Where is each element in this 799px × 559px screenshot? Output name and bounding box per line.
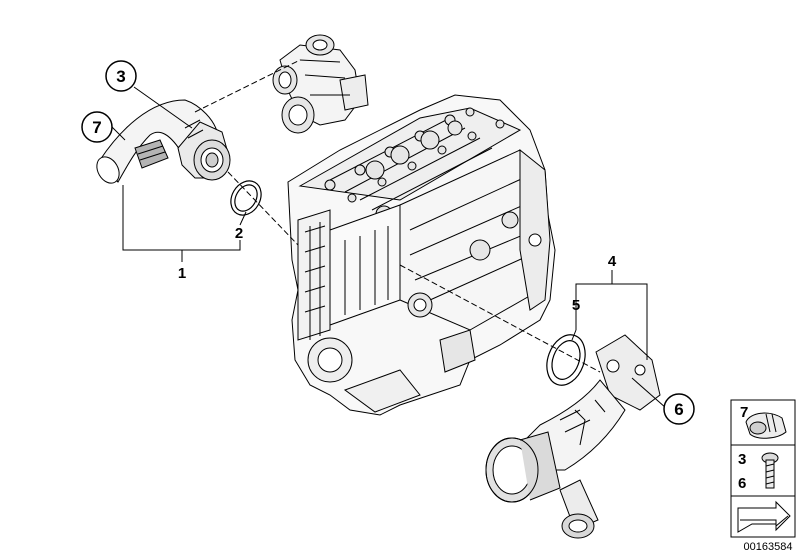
callout-3: 3 <box>105 60 137 92</box>
o-ring-part-2 <box>230 180 262 216</box>
engine-block <box>287 94 556 416</box>
legend-label-7: 7 <box>740 404 748 421</box>
label-2: 2 <box>235 225 243 242</box>
svg-text:7: 7 <box>92 118 101 137</box>
hose-part-7 <box>96 99 219 184</box>
label-4: 4 <box>608 253 617 270</box>
legend-label-6: 6 <box>738 475 746 492</box>
legend-label-3: 3 <box>738 451 746 468</box>
label-5: 5 <box>572 297 580 314</box>
svg-text:6: 6 <box>674 400 683 419</box>
legend-panel: 7 3 6 <box>730 399 796 538</box>
label-1: 1 <box>178 265 186 282</box>
leader-lines <box>111 59 667 409</box>
svg-text:3: 3 <box>116 67 125 86</box>
fitting-part-3 <box>177 119 231 181</box>
callout-7: 7 <box>81 111 113 143</box>
arrow-icon <box>737 500 791 533</box>
o-ring-part-5 <box>546 334 586 386</box>
callout-6: 6 <box>663 393 695 425</box>
screw-icon <box>761 452 779 489</box>
document-id: 00163584 <box>743 541 793 553</box>
water-pump-housing <box>272 34 369 134</box>
coolant-pipe-part-4 <box>485 334 661 539</box>
hose-clamp-icon <box>745 412 787 439</box>
